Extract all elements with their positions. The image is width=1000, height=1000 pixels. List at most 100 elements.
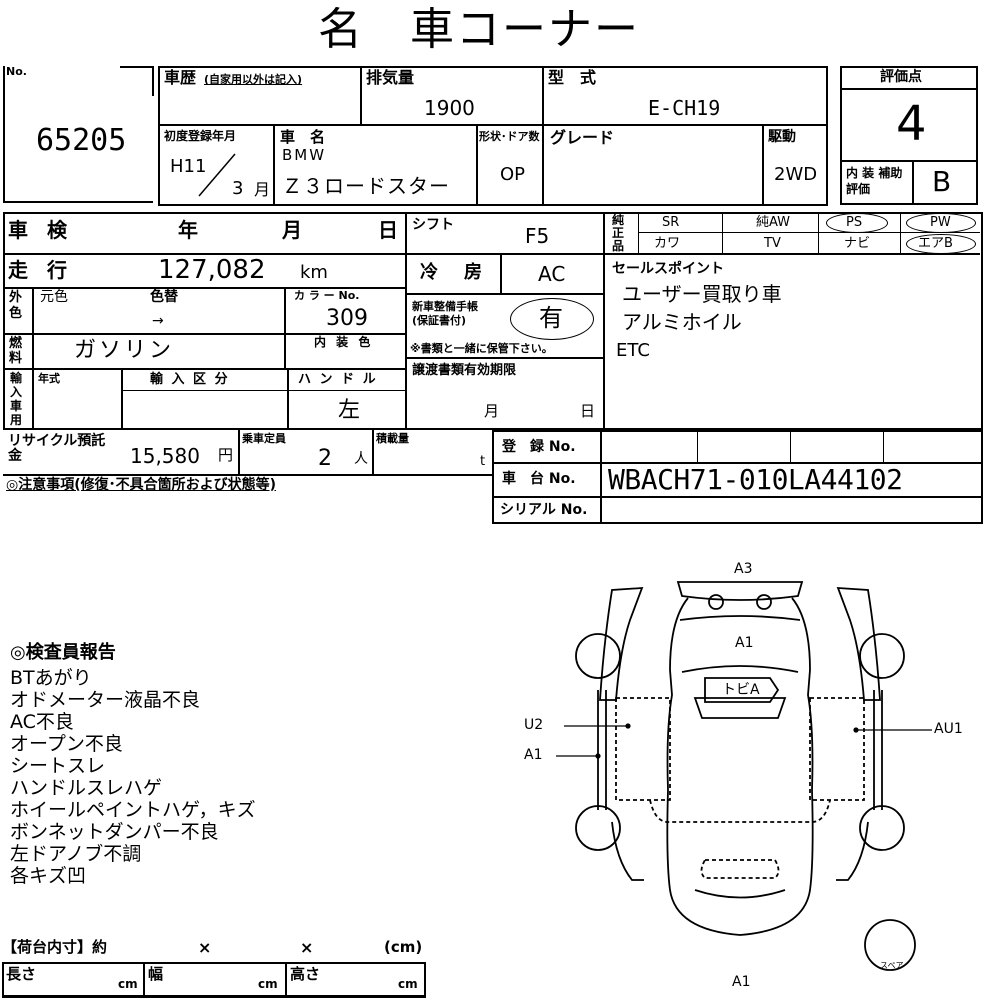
drive-label: 駆動	[768, 129, 796, 145]
grade-label: グレード	[550, 128, 615, 147]
displacement-value: 1900	[424, 96, 475, 120]
score-box	[840, 66, 978, 205]
history-note: (自家用以外は記入)	[204, 73, 303, 86]
color-no-label: カ ラ ー No.	[294, 289, 360, 302]
load-label: 積載量	[376, 432, 409, 445]
diagram-label-hood: A1	[735, 635, 754, 651]
first-registration-era: H11	[170, 156, 207, 177]
drive-value: 2WD	[774, 164, 818, 185]
equipment-grid	[603, 212, 980, 255]
inspection-year: 年	[178, 218, 198, 242]
diagram-label-left1: U2	[524, 717, 544, 733]
sales-point-3: ETC	[616, 340, 650, 361]
report-item: ホイールペイントハゲ，キズ	[10, 799, 256, 821]
car-name-label: 車 名	[280, 128, 326, 146]
serial-no-label: シリアル No.	[500, 502, 588, 518]
inspection-month: 月	[282, 218, 302, 242]
report-item: オドメーター液晶不良	[10, 689, 201, 711]
equip-ps: PS	[846, 215, 863, 230]
cargo-cm: cm	[258, 977, 278, 991]
import-year-label: 年式	[38, 372, 60, 385]
diagram-label-top: A3	[734, 561, 753, 577]
diagram-label-spare: スペア	[880, 961, 904, 970]
shift-value: F5	[525, 224, 550, 248]
caution-heading: ◎注意事項(修復･不具合箇所および状態等)	[6, 477, 277, 493]
sales-point-2: アルミホイル	[622, 310, 742, 334]
equip-tv: TV	[764, 236, 781, 251]
diagram-label-bottom: A1	[732, 974, 751, 990]
chassis-no-value: WBACH71-010LA44102	[608, 463, 903, 496]
warranty-value: 有	[539, 304, 563, 332]
circle-mark	[906, 213, 976, 233]
body-doors-label: 形状･ドア数	[479, 130, 540, 143]
body-doors-value: OP	[500, 164, 526, 185]
recycle-value: 15,580	[130, 444, 200, 468]
import-label: 輸入車用	[10, 371, 23, 427]
interior-score-label: 内 装 補助評価	[846, 166, 903, 196]
stock-number: 65205	[36, 123, 127, 158]
report-item: 左ドアノブ不調	[10, 843, 142, 865]
page-title: 名 車コーナー	[318, 4, 640, 55]
no-label: No.	[6, 65, 27, 78]
fuel-label: 燃料	[9, 336, 23, 366]
transfer-day: 日	[580, 402, 596, 420]
aircon-value: AC	[538, 262, 566, 286]
handle-value: 左	[338, 398, 361, 423]
circle-mark	[510, 298, 594, 340]
report-item: シートスレ	[10, 755, 106, 777]
report-item: ボンネットダンパー不良	[10, 821, 219, 843]
details-grid	[3, 212, 983, 430]
report-item: オープン不良	[10, 733, 123, 755]
report-item: AC不良	[10, 711, 74, 733]
aircon-label: 冷 房	[420, 262, 486, 283]
import-category-label: 輸 入 区 分	[150, 372, 230, 387]
shift-label: シフト	[412, 217, 454, 233]
report-item: ハンドルスレハゲ	[10, 777, 163, 799]
mileage-unit: km	[300, 262, 328, 283]
cargo-x2: ×	[300, 938, 314, 957]
fuel-value: ガソリン	[74, 338, 175, 363]
registration-no-label: 登 録 No.	[502, 439, 576, 455]
sales-point-1: ユーザー買取り車	[622, 282, 782, 306]
transfer-label: 譲渡書類有効期限	[412, 363, 517, 378]
mileage-label: 走 行	[8, 258, 73, 282]
vehicle-info-grid	[158, 66, 828, 206]
warranty-label: 新車整備手帳(保証書付)	[412, 300, 478, 327]
interior-score-value: B	[932, 165, 952, 198]
cargo-x1: ×	[198, 938, 212, 957]
diagram-label-roof: トビA	[722, 682, 760, 698]
circle-mark	[826, 213, 888, 233]
equip-pw: PW	[930, 215, 951, 230]
report-list: BTあがり オドメーター液晶不良 AC不良 オープン不良 シートスレ ハンドルス…	[10, 667, 256, 887]
repaint-arrow: →	[152, 313, 164, 329]
handle-label: ハ ン ド ル	[298, 372, 378, 387]
first-registration-month-unit: 月	[254, 180, 271, 199]
cargo-length-label: 長さ	[6, 965, 37, 983]
color-no-value: 309	[326, 306, 368, 331]
first-registration-label: 初度登録年月	[164, 129, 237, 143]
sales-points-label: セールスポイント	[612, 261, 724, 277]
interior-color-label: 内 装 色	[314, 335, 374, 349]
date-slash	[198, 153, 236, 197]
cargo-title: 【荷台内寸】約	[2, 938, 108, 956]
model-type-value: E-CH19	[648, 96, 721, 120]
car-name: Ｚ３ロードスター	[282, 174, 450, 198]
repaint-color-label: 色替	[150, 289, 178, 305]
registration-table	[492, 430, 983, 524]
history-label: 車歴	[164, 68, 197, 87]
inspection-day: 日	[378, 218, 398, 242]
cargo-height-label: 高さ	[290, 965, 321, 983]
car-damage-diagram	[556, 581, 932, 971]
capacity-unit: 人	[354, 451, 368, 467]
score-value: 4	[896, 96, 927, 152]
warranty-note: ※書類と一緒に保管下さい。	[410, 342, 553, 355]
capacity-value: 2	[318, 446, 332, 471]
score-label: 評価点	[880, 69, 922, 85]
recycle-label: リサイクル預託金	[8, 433, 106, 464]
load-unit: t	[480, 454, 486, 469]
chassis-no-label: 車 台 No.	[502, 471, 576, 487]
capacity-label: 乗車定員	[242, 432, 286, 445]
circle-mark	[906, 234, 976, 254]
inspection-label: 車 検	[8, 218, 73, 242]
cargo-cm: cm	[118, 977, 138, 991]
